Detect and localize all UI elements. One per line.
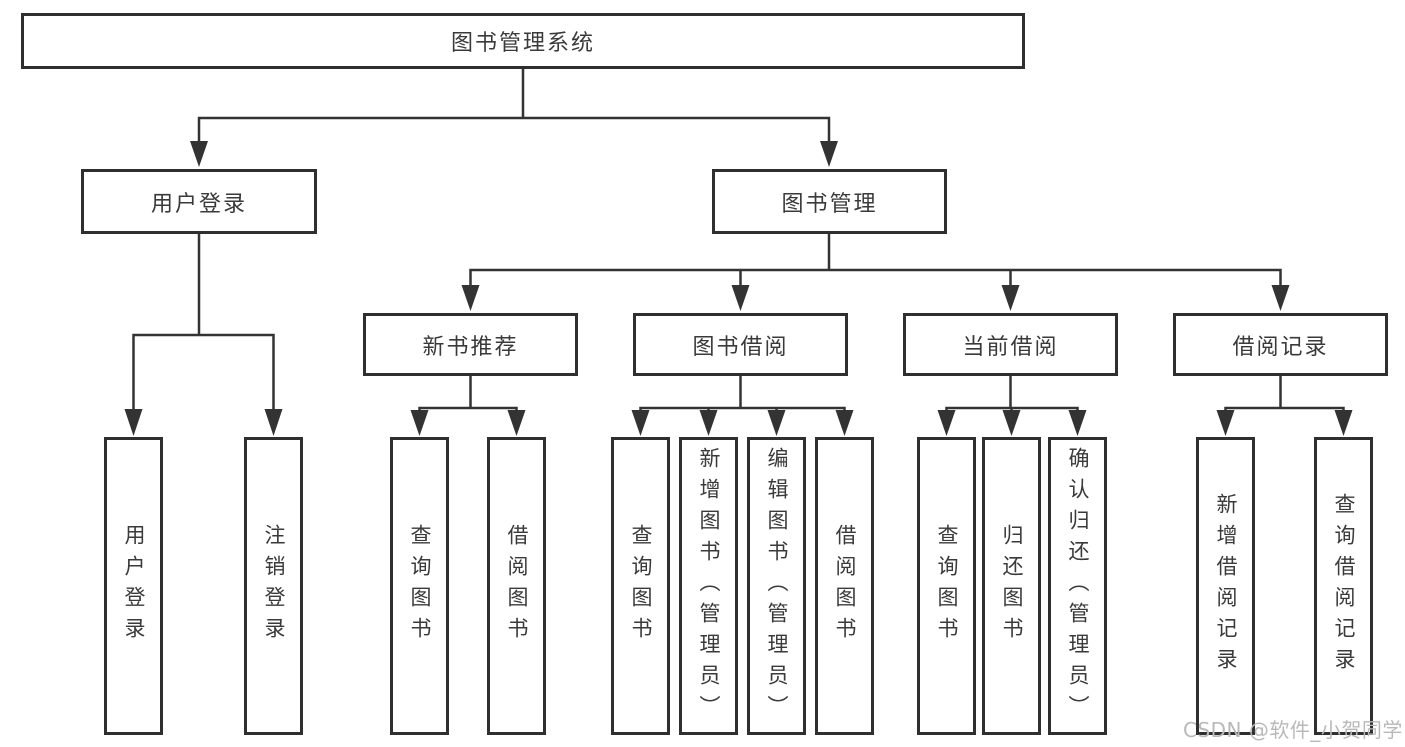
node-label: 图书管理 bbox=[781, 191, 878, 217]
leaf-label: 查询借阅记录 bbox=[1332, 493, 1356, 679]
node-label: 借阅记录 bbox=[1232, 334, 1329, 360]
leaf-label: 借阅图书 bbox=[505, 524, 529, 648]
connector-root-to-branches bbox=[190, 69, 838, 167]
leaf-label: 注销登录 bbox=[262, 524, 286, 648]
node-label: 图书借阅 bbox=[692, 334, 789, 360]
leaf-confirm-return-admin: 确认归还（管理员） bbox=[1048, 437, 1107, 735]
leaf-user-login: 用户登录 bbox=[104, 437, 163, 735]
leaf-borrow-books: 借阅图书 bbox=[815, 437, 874, 735]
leaf-query-borrow-record: 查询借阅记录 bbox=[1314, 437, 1373, 735]
leaf-label: 借阅图书 bbox=[833, 524, 857, 648]
node-label: 用户登录 bbox=[150, 191, 247, 217]
node-library-management-system: 图书管理系统 bbox=[21, 13, 1025, 69]
node-label: 图书管理系统 bbox=[450, 31, 595, 56]
node-new-book-recommend: 新书推荐 bbox=[363, 313, 578, 376]
leaf-label: 查询图书 bbox=[629, 524, 653, 648]
leaf-query-books-recommend: 查询图书 bbox=[390, 437, 449, 735]
leaf-edit-book-admin: 编辑图书（管理员） bbox=[747, 437, 806, 735]
node-book-borrow: 图书借阅 bbox=[633, 313, 848, 376]
leaf-label: 确认归还（管理员） bbox=[1066, 446, 1090, 726]
node-user-login-branch: 用户登录 bbox=[81, 169, 317, 234]
leaf-add-borrow-record: 新增借阅记录 bbox=[1196, 437, 1255, 735]
leaf-label: 用户登录 bbox=[122, 524, 146, 648]
node-borrow-records: 借阅记录 bbox=[1173, 313, 1388, 376]
leaf-query-books-borrow: 查询图书 bbox=[611, 437, 670, 735]
leaf-logout: 注销登录 bbox=[244, 437, 303, 735]
connector-current-borrow-to-leaves bbox=[937, 376, 1087, 436]
node-label: 新书推荐 bbox=[422, 334, 519, 360]
leaf-label: 查询图书 bbox=[935, 524, 959, 648]
leaf-label: 查询图书 bbox=[408, 524, 432, 648]
node-label: 当前借阅 bbox=[962, 334, 1059, 360]
csdn-watermark: CSDN @软件_小贺同学 bbox=[1183, 718, 1403, 742]
node-book-management-branch: 图书管理 bbox=[712, 169, 947, 234]
connector-new-book-to-leaves bbox=[410, 376, 526, 436]
leaf-label: 新增图书（管理员） bbox=[697, 446, 721, 726]
leaf-label: 归还图书 bbox=[1000, 524, 1024, 648]
connector-borrow-records-to-leaves bbox=[1216, 376, 1353, 436]
leaf-query-books-current: 查询图书 bbox=[917, 437, 976, 735]
leaf-return-book: 归还图书 bbox=[982, 437, 1041, 735]
leaf-label: 新增借阅记录 bbox=[1214, 493, 1238, 679]
leaf-label: 编辑图书（管理员） bbox=[765, 446, 789, 726]
connector-user-login-to-leaves bbox=[124, 234, 283, 436]
leaf-add-book-admin: 新增图书（管理员） bbox=[679, 437, 738, 735]
leaf-borrow-books-recommend: 借阅图书 bbox=[487, 437, 546, 735]
connector-book-borrow-to-leaves bbox=[631, 376, 854, 436]
node-current-borrow: 当前借阅 bbox=[903, 313, 1118, 376]
connector-book-management-to-sections bbox=[461, 234, 1290, 311]
